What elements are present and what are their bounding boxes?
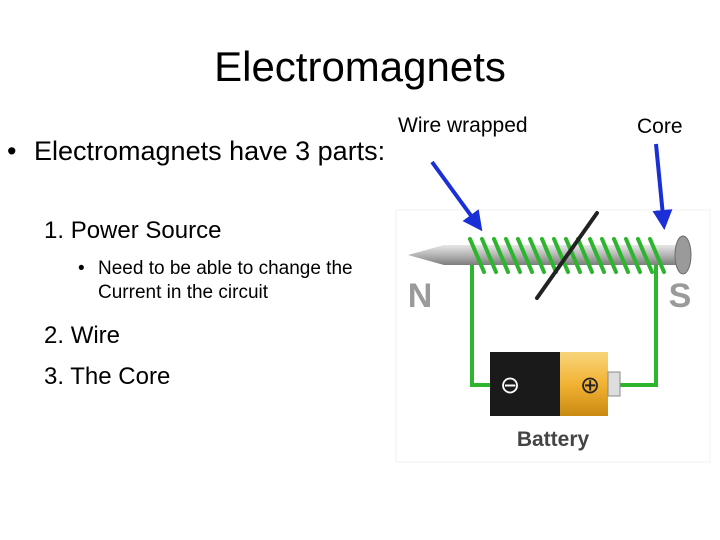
list-item-text: The Core <box>70 363 171 390</box>
battery-plus-icon: ⊕ <box>580 371 600 399</box>
bullet-list: • Electromagnets have 3 parts: 1. Power … <box>7 136 386 392</box>
bullet-marker: • <box>7 136 17 166</box>
list-item-wire: 2. Wire <box>44 321 120 351</box>
wire-break-line <box>535 211 599 300</box>
bullet-main: Electromagnets have 3 parts: <box>34 136 386 166</box>
list-item-core: 3. The Core <box>44 362 170 392</box>
label-core: Core <box>637 115 683 138</box>
label-wire-wrapped: Wire wrapped <box>398 114 528 137</box>
list-item-text: Power Source <box>70 217 222 244</box>
list-item-number: 1. <box>44 217 65 244</box>
electromagnet-diagram: N S ⊖ ⊕ Battery <box>395 143 711 463</box>
battery: ⊖ ⊕ <box>490 352 621 416</box>
pole-north: N <box>408 277 433 315</box>
sub-bullet-marker: • <box>78 258 85 279</box>
sub-bullet: Need to be able to change the Current in… <box>98 258 353 303</box>
list-item-text: Wire <box>70 322 121 349</box>
list-item-number: 2. <box>44 322 65 349</box>
list-item-number: 3. <box>44 363 65 390</box>
battery-minus-icon: ⊖ <box>500 371 520 399</box>
slide-title: Electromagnets <box>214 43 506 90</box>
arrow-wire <box>430 160 483 232</box>
battery-label: Battery <box>517 428 590 451</box>
pole-south: S <box>669 277 692 315</box>
wire-coil <box>468 237 666 274</box>
circuit-wire <box>470 262 658 387</box>
list-item-power-source: 1. Power Source <box>44 216 221 246</box>
arrow-core <box>652 143 673 230</box>
